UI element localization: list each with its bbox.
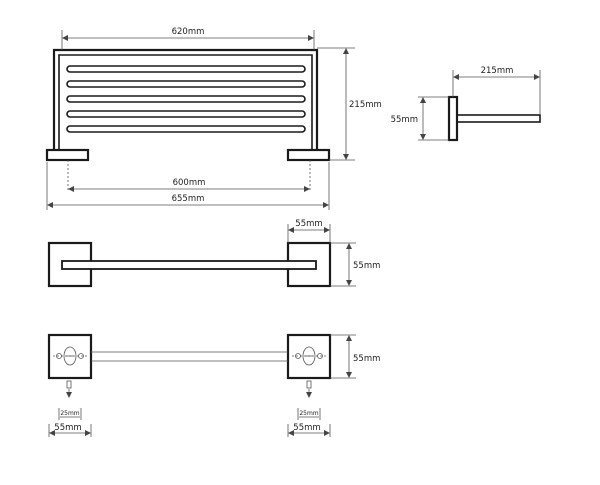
- left-mount-detail: [53, 346, 87, 398]
- front-frame-outer: [52, 48, 319, 150]
- label-right-55: 55mm: [293, 423, 320, 433]
- label-655: 655mm: [172, 194, 205, 204]
- label-600: 600mm: [173, 178, 206, 188]
- label-side-55: 55mm: [391, 115, 418, 125]
- label-bottom-height-55: 55mm: [353, 354, 380, 364]
- label-top-bracket-55: 55mm: [295, 219, 322, 229]
- bottom-right-bracket: [286, 333, 332, 380]
- bottom-left-bracket: [47, 333, 93, 380]
- side-plate: [447, 95, 459, 142]
- label-side-215: 215mm: [481, 66, 514, 76]
- bottom-view: 55mm 25mm 25mm 55mm 55mm: [47, 333, 380, 437]
- front-view: 620mm 215mm 600mm 655mm: [45, 27, 382, 210]
- label-215-height: 215mm: [349, 100, 382, 110]
- right-mount-detail: [292, 346, 326, 398]
- side-view: 215mm 55mm: [391, 66, 541, 142]
- side-arm: [456, 114, 541, 123]
- front-rails: [66, 65, 306, 133]
- top-view: 55mm 55mm: [47, 219, 380, 288]
- front-right-plate: [286, 148, 331, 162]
- label-right-25: 25mm: [299, 410, 318, 417]
- label-left-55: 55mm: [54, 423, 81, 433]
- top-rail: [61, 260, 317, 270]
- label-620: 620mm: [172, 27, 205, 37]
- front-frame-inner: [58, 54, 313, 150]
- front-left-plate: [45, 148, 90, 162]
- label-left-25: 25mm: [60, 410, 79, 417]
- label-top-height-55: 55mm: [353, 261, 380, 271]
